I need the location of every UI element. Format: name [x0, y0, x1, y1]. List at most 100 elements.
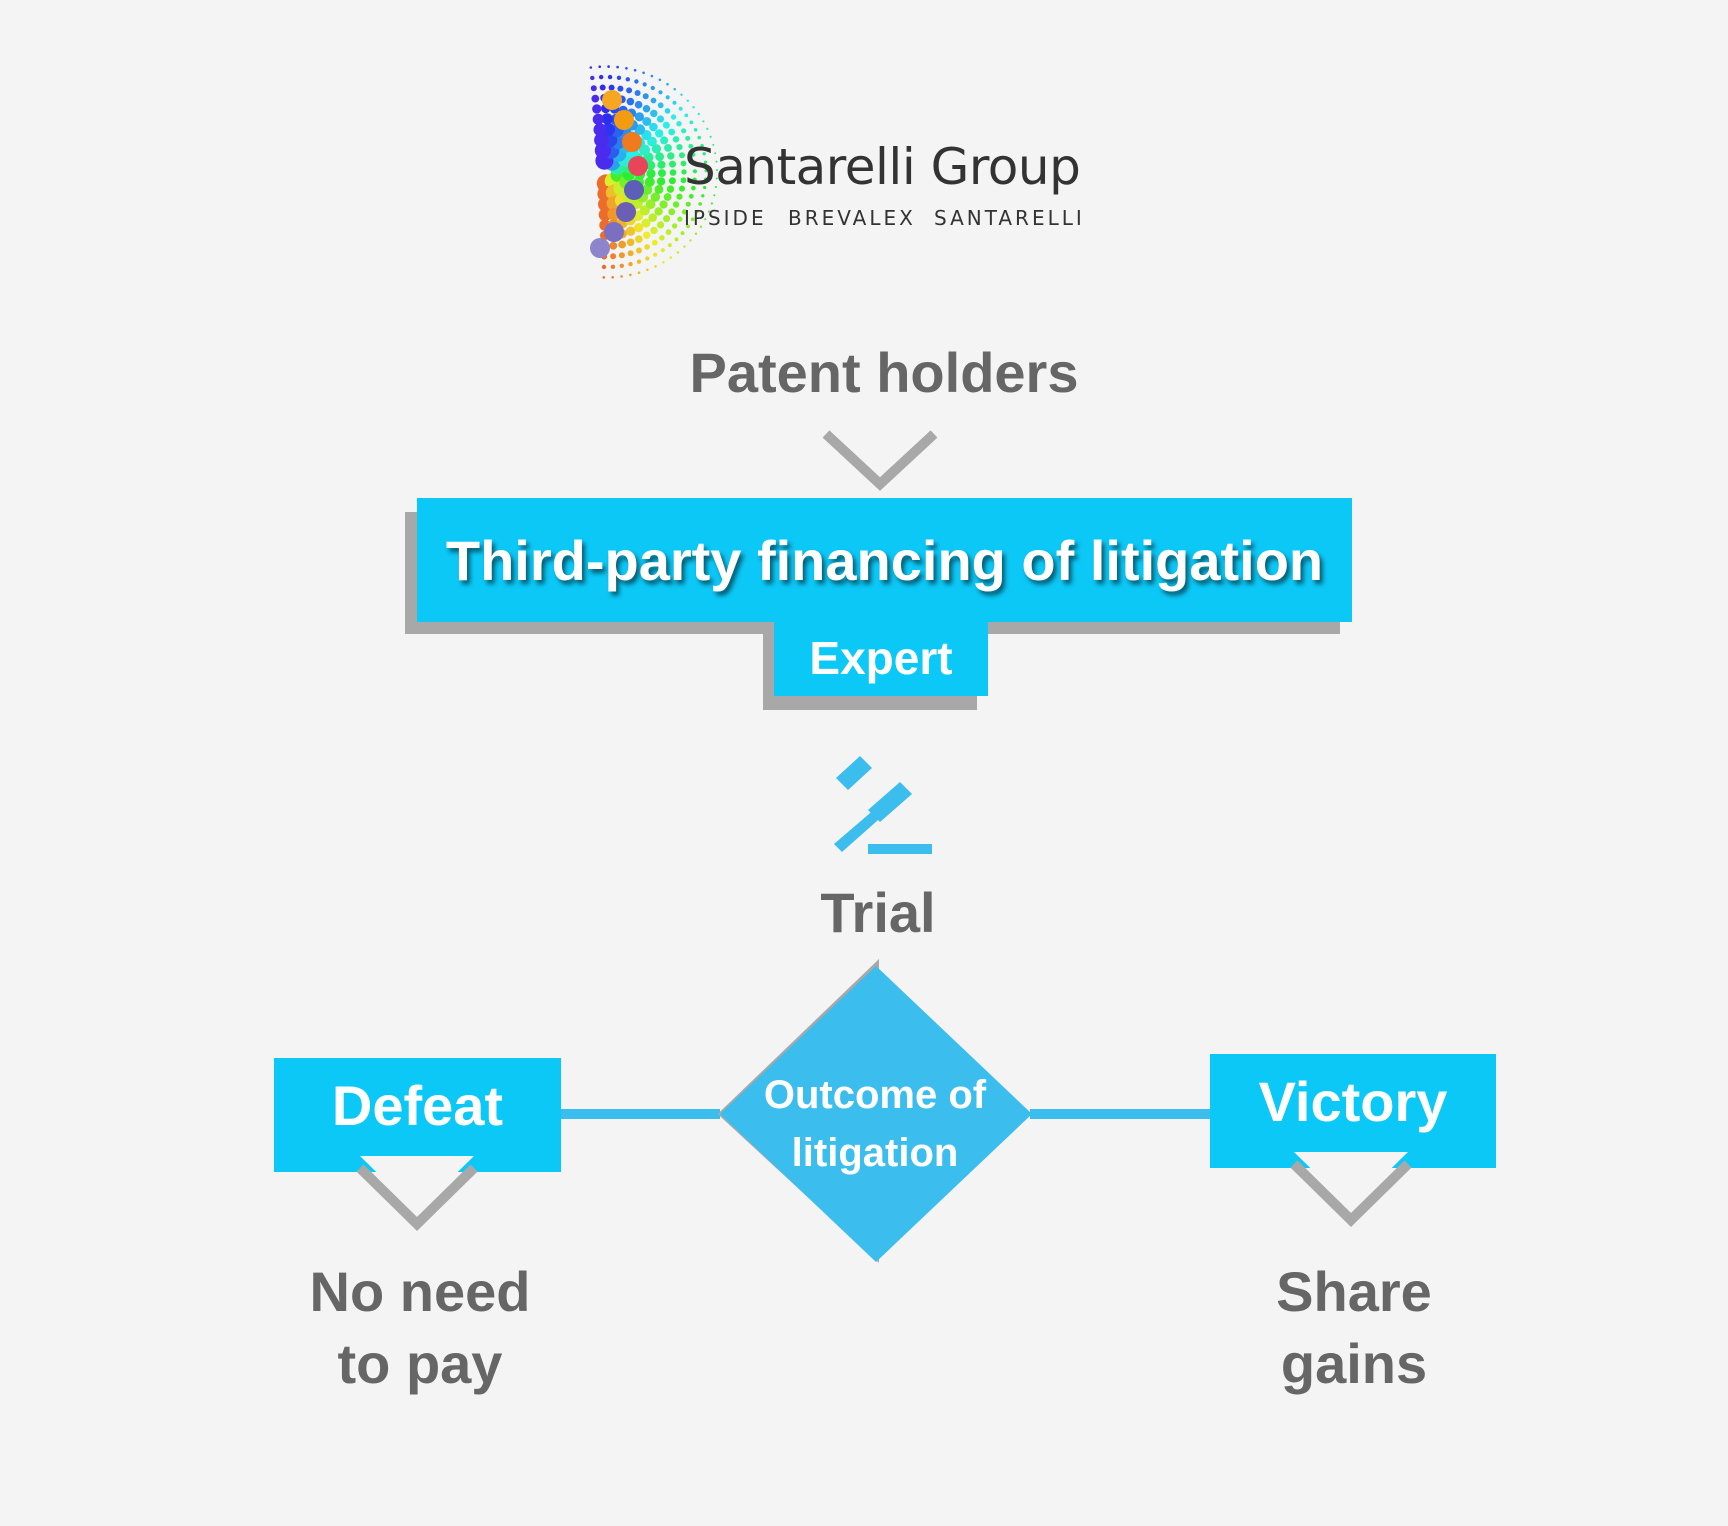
logo-dot — [591, 94, 600, 103]
logo-dot — [680, 93, 683, 96]
logo-dot — [650, 192, 661, 202]
logo-dot — [692, 106, 695, 109]
logo-dot — [660, 248, 665, 253]
logo-dot — [664, 144, 672, 152]
logo-dot — [650, 97, 657, 104]
logo-dot — [700, 143, 704, 148]
logo-dot — [599, 84, 606, 91]
logo-dot — [644, 176, 655, 187]
logo-dot — [654, 265, 657, 268]
victory-result: Share gains — [1194, 1256, 1514, 1400]
logo-dot — [704, 169, 708, 173]
logo-dot — [676, 193, 683, 200]
logo-dot — [629, 273, 632, 277]
logo-dot — [634, 112, 644, 122]
logo-dot — [692, 160, 697, 165]
logo-dot — [625, 67, 628, 70]
victory-arrow-icon — [1290, 1152, 1412, 1228]
logo-dot — [695, 210, 699, 214]
logo-dot — [650, 74, 654, 78]
logo-dot — [663, 215, 671, 223]
logo-dot — [662, 261, 665, 264]
logo-dot — [676, 251, 680, 254]
subbrand-santarelli: SANTARELLI — [934, 206, 1085, 230]
logo-dot — [699, 225, 703, 228]
arrow-down-icon — [822, 430, 938, 491]
logo-dot — [663, 193, 672, 201]
logo-dot — [704, 218, 707, 221]
logo-dot — [668, 208, 676, 216]
logo-dot — [654, 207, 663, 216]
logo-dot — [618, 252, 625, 259]
logo-dot — [651, 144, 662, 154]
logo-dot — [690, 152, 696, 157]
logo-dot — [714, 186, 717, 188]
logo-dot — [590, 238, 610, 258]
logo-dot — [664, 108, 671, 114]
logo-dot — [650, 85, 655, 91]
logo-dot — [639, 205, 650, 216]
victory-box: Victory — [1210, 1054, 1496, 1168]
logo-dot — [642, 82, 647, 87]
logo-dot — [618, 240, 626, 249]
logo-dot — [610, 264, 616, 269]
logo-dot — [647, 136, 657, 147]
logo-dot — [642, 71, 645, 75]
logo-dot — [598, 65, 601, 68]
logo-dot — [637, 271, 641, 274]
logo-dot — [707, 210, 710, 213]
logo-dot — [672, 136, 680, 143]
logo-dot — [592, 104, 602, 114]
logo-dot — [660, 136, 669, 145]
logo-dot — [714, 152, 717, 155]
logo-dot — [619, 263, 624, 268]
logo-dot — [690, 217, 695, 222]
logo-dot — [680, 160, 687, 167]
logo-dot — [658, 90, 663, 95]
logo-dot — [601, 264, 607, 270]
logo-dot — [697, 112, 700, 116]
logo-dot — [634, 223, 644, 233]
logo-dot — [672, 100, 677, 105]
logo-dot — [688, 193, 694, 199]
connector-right — [1030, 1109, 1210, 1119]
logo-dot — [666, 82, 669, 86]
gavel-icon — [834, 756, 932, 854]
logo-dot — [616, 75, 622, 80]
logo-dot — [635, 235, 643, 243]
logo-dot — [677, 216, 683, 222]
logo-dot — [669, 160, 676, 168]
victory-result-line1: Share — [1276, 1260, 1432, 1323]
logo-dot — [683, 245, 686, 248]
logo-dot — [604, 222, 624, 242]
logo-dot — [692, 169, 698, 174]
logo-dot — [646, 169, 656, 179]
connector-left — [560, 1109, 720, 1119]
logo-dot — [622, 132, 642, 152]
logo-mark — [589, 65, 718, 279]
logo-dot — [666, 185, 675, 193]
defeat-box: Defeat — [274, 1058, 561, 1172]
logo-dot — [609, 241, 618, 250]
logo-dot — [628, 156, 648, 176]
logo-dot — [656, 177, 666, 186]
logo-dot — [657, 221, 665, 229]
logo-dot — [616, 65, 619, 69]
logo-dot — [712, 143, 715, 146]
decision-diamond — [717, 958, 1032, 1263]
logo-dot — [670, 114, 677, 120]
defeat-arrow-icon — [356, 1156, 478, 1232]
logo-dot — [626, 97, 635, 106]
logo-dot — [601, 113, 613, 125]
logo-dot — [634, 90, 641, 96]
logo-dot — [679, 152, 685, 159]
logo-dot — [657, 102, 664, 109]
logo-dot — [679, 185, 685, 192]
brand-name: Santarelli Group — [684, 138, 1081, 196]
logo-dot — [650, 226, 658, 235]
logo-dot — [634, 79, 639, 84]
logo-dot — [645, 256, 650, 261]
logo-dot — [659, 235, 665, 241]
logo-dot — [590, 85, 597, 92]
logo-dot — [642, 105, 651, 113]
